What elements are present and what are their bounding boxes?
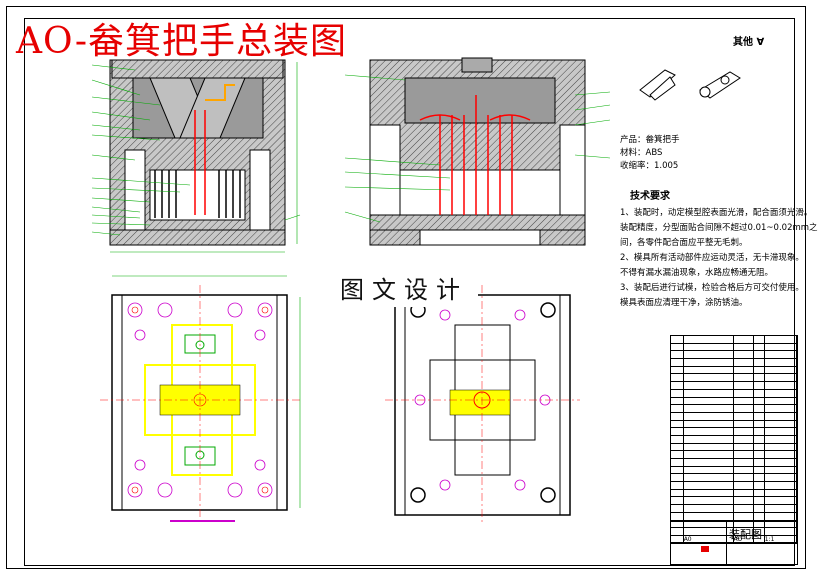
tech-line: 不得有漏水漏油现象，水路应畅通无阻。 xyxy=(620,268,774,278)
drawing-title: AO-畚箕把手总装图 xyxy=(16,21,347,62)
drawing-name: 装配图 xyxy=(729,528,762,541)
right-section-view xyxy=(344,57,611,246)
left-section-view xyxy=(91,59,301,253)
bom-label-b: AO xyxy=(734,535,755,543)
title-block: 装配图 xyxy=(670,521,798,565)
tech-line: 3、装配后进行试模，检验合格后方可交付使用。 xyxy=(620,283,804,293)
product-shrink: 收缩率：1.005 xyxy=(620,161,679,171)
red-mark xyxy=(701,546,709,552)
product-name: 产品：畚箕把手 xyxy=(620,135,680,145)
tech-line: 装配精度，分型面贴合间隙不超过0.01~0.02mm之 xyxy=(620,223,818,233)
right-plan-view xyxy=(385,285,580,525)
tech-line: 间，各零件配合面应平整无毛刺。 xyxy=(620,238,748,248)
tech-line: 模具表面应清理干净，涂防锈油。 xyxy=(620,298,748,308)
part-sketch xyxy=(639,69,741,101)
bom-scale: 1:1 xyxy=(765,535,797,543)
bill-of-materials: A0 AO 1:1 xyxy=(670,335,798,544)
tech-requirements: 技术要求 1、装配时，动定模型腔表面光滑，配合面须光滑。 装配精度，分型面贴合间… xyxy=(620,185,818,311)
product-info: 产品：畚箕把手 材料：ABS 收缩率：1.005 xyxy=(620,134,680,173)
tech-line: 1、装配时，动定模型腔表面光滑，配合面须光滑。 xyxy=(620,208,813,218)
drawing-border xyxy=(24,18,795,566)
tech-requirements-heading: 技术要求 xyxy=(630,191,670,202)
left-plan-view xyxy=(100,275,301,522)
roughness-symbol: 其他 ∀ xyxy=(733,37,765,48)
watermark-text: 图文设计 xyxy=(330,268,478,307)
product-material: 材料：ABS xyxy=(620,148,663,158)
tech-line: 2、模具所有活动部件应运动灵活，无卡滞现象。 xyxy=(620,253,804,263)
outer-border xyxy=(6,6,806,569)
bom-label-a: A0 xyxy=(684,535,734,543)
